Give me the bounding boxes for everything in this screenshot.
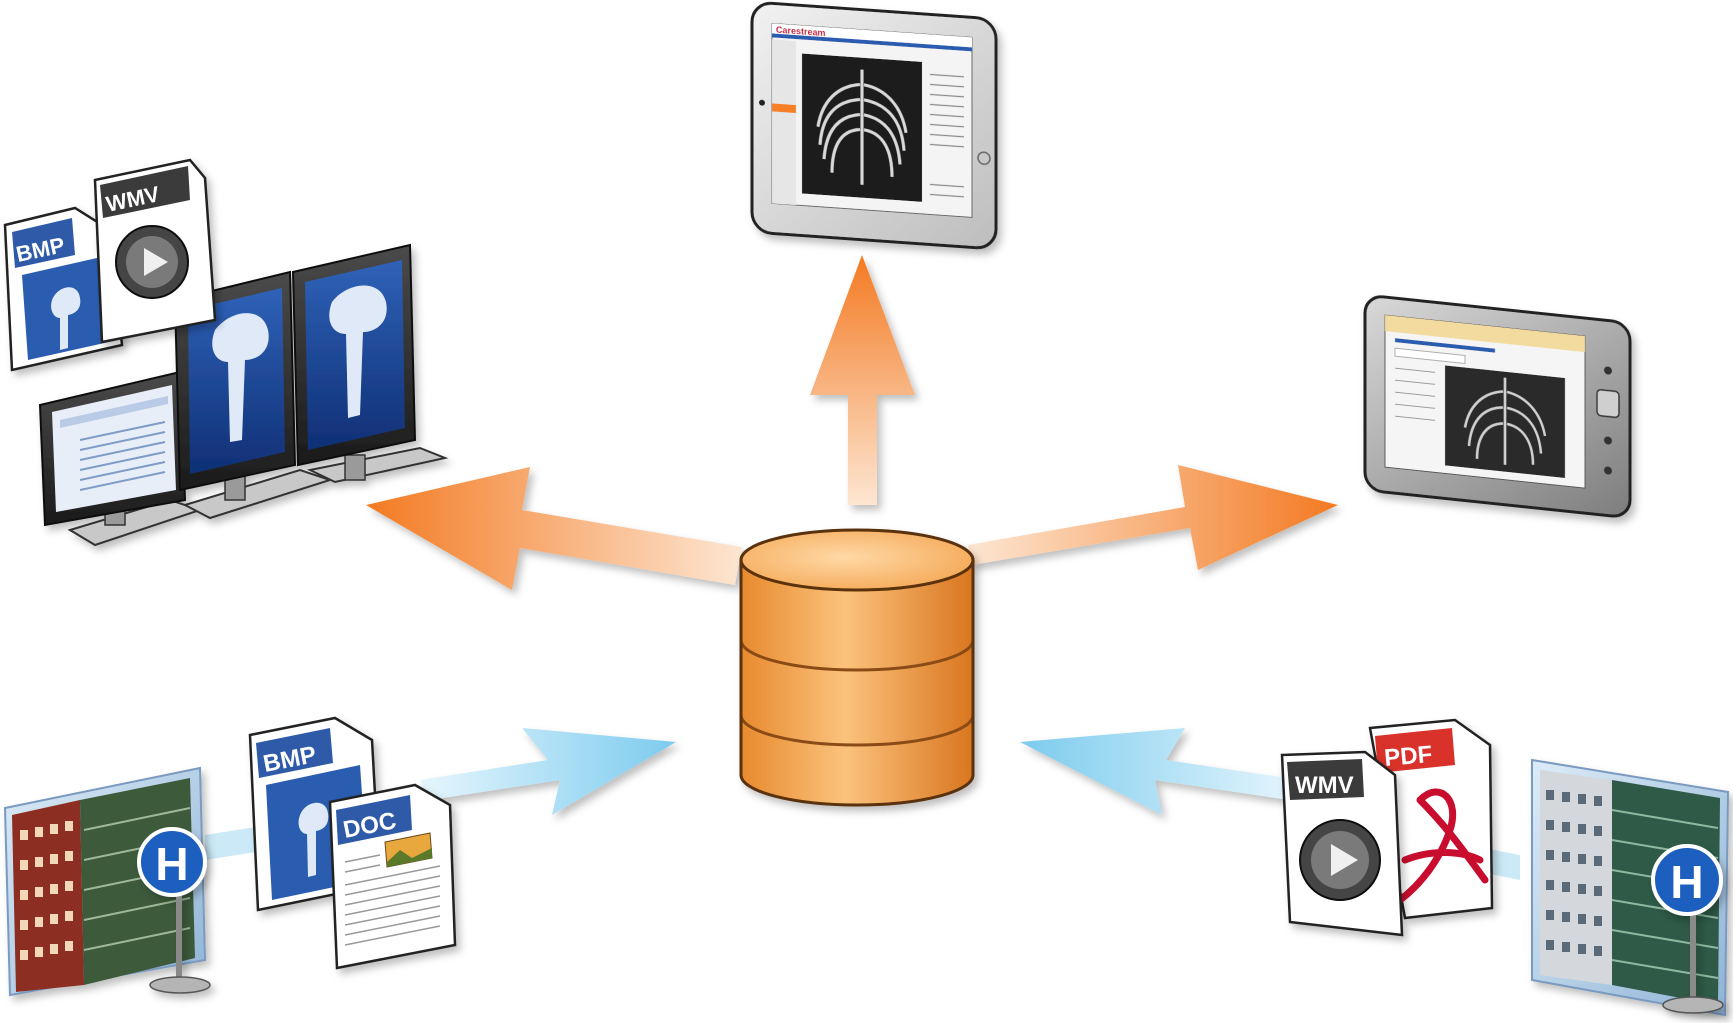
pdf-label: PDF [1383,741,1433,772]
arrow-up [810,255,915,505]
rugged-tablet-icon [1363,295,1632,518]
doc-file-icon: DOC [328,783,457,970]
workstation-icon [38,243,449,547]
hospital-building-icon [3,766,207,997]
arrow-in-right [1020,728,1300,815]
wmv-file-icon: WMV [93,158,217,344]
arrow-in-left [420,728,676,815]
bmp-file-icon: BMP [3,206,124,372]
arrow-right [968,465,1338,570]
arrow-left [366,467,742,590]
tablet-icon: Carestream [750,1,998,250]
hospital-sign-icon: H [1651,844,1724,1014]
wmv-label-2: WMV [1295,772,1354,799]
wmv-file-icon: WMV [1280,750,1404,937]
database-icon [739,528,975,807]
hospital-sign-icon: H [137,827,211,994]
hospital-sign-right-label: H [1670,856,1703,908]
hospital-sign-left-label: H [155,838,188,890]
